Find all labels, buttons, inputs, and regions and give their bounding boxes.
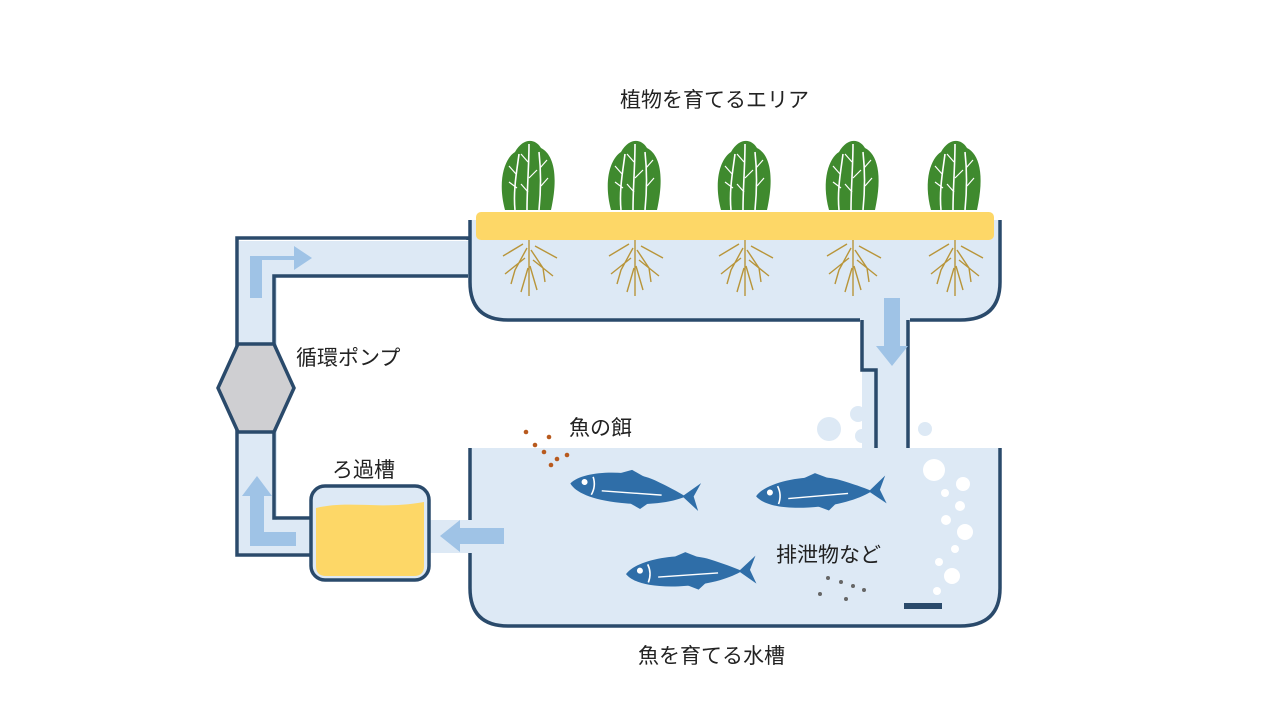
filter-label: ろ過槽 bbox=[332, 458, 395, 482]
pump-icon bbox=[216, 342, 296, 434]
plant-area-label: 植物を育てるエリア bbox=[620, 88, 809, 112]
grow-media bbox=[476, 212, 994, 240]
fish-food-label: 魚の餌 bbox=[569, 416, 632, 440]
filter-tank bbox=[309, 484, 431, 582]
lettuce-icon bbox=[716, 140, 772, 211]
bubbles bbox=[817, 406, 932, 443]
grow-bed bbox=[468, 212, 1002, 322]
flow-arrow-up-right-icon bbox=[250, 246, 312, 298]
lettuce-icon bbox=[606, 140, 662, 211]
flow-arrow-down-icon bbox=[876, 298, 908, 366]
fish-tank bbox=[468, 448, 1002, 628]
flow-arrow-left-up-icon bbox=[242, 476, 296, 546]
flow-arrow-left-icon bbox=[440, 520, 504, 552]
waste-label: 排泄物など bbox=[776, 543, 881, 567]
fish-tank-label: 魚を育てる水槽 bbox=[638, 644, 785, 668]
pump-label: 循環ポンプ bbox=[296, 346, 401, 370]
air-stone bbox=[904, 603, 942, 609]
lettuce-icon bbox=[926, 140, 982, 211]
air-bubbles bbox=[923, 459, 973, 595]
flow-arrows bbox=[242, 246, 908, 552]
lettuce-icon bbox=[824, 140, 880, 211]
plants bbox=[500, 140, 982, 211]
lettuce-icon bbox=[500, 140, 556, 211]
waste-dots bbox=[818, 576, 866, 601]
fish-food-pellets bbox=[523, 429, 570, 468]
filter-media bbox=[316, 502, 424, 576]
